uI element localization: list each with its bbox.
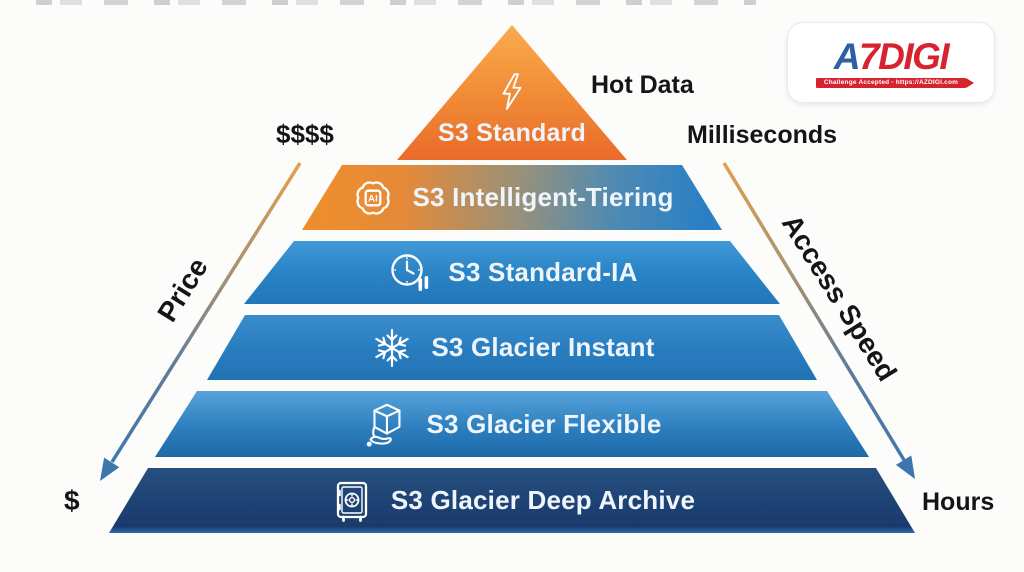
tier-label: S3 Standard-IA: [448, 257, 638, 287]
clock-pause-icon: [386, 250, 432, 296]
tier-label: S3 Glacier Deep Archive: [390, 485, 696, 515]
cropped-text-remnant: [36, 0, 756, 5]
lightning-icon: [495, 69, 529, 115]
tier-label: S3 Glacier Flexible: [426, 408, 662, 439]
safe-icon: [329, 478, 375, 524]
hot-data-label: Hot Data: [591, 71, 694, 99]
brand-rest: 7DIGI: [859, 35, 950, 77]
tier-label: S3 Standard: [437, 119, 587, 147]
tier-s3-glacier-deep-archive: S3 Glacier Deep Archive: [109, 468, 915, 533]
svg-text:AI: AI: [369, 192, 379, 203]
tier-label: S3 Glacier Instant: [431, 332, 655, 362]
logo-tagline-arrow: Challenge Accepted - https://AZDIGI.com: [816, 77, 974, 88]
ice-cube-icon: [362, 400, 410, 448]
azdigi-brand-text: A7DIGI: [833, 35, 950, 77]
brain-ai-icon: AI: [350, 175, 396, 221]
price-high-label: $$$$: [276, 119, 334, 149]
snowflake-icon: [369, 325, 415, 371]
brand-letter-a: A: [833, 35, 861, 77]
tier-s3-glacier-instant: S3 Glacier Instant: [207, 315, 817, 380]
milliseconds-label: Milliseconds: [687, 121, 838, 149]
azdigi-logo: A7DIGI Challenge Accepted - https://AZDI…: [787, 22, 995, 103]
tier-label: S3 Intelligent-Tiering: [412, 182, 674, 212]
tier-s3-glacier-flexible: S3 Glacier Flexible: [155, 391, 869, 457]
tier-s3-intelligent-tiering: AI S3 Intelligent-Tiering: [302, 165, 722, 230]
hours-label: Hours: [922, 488, 995, 516]
price-low-label: $: [64, 485, 80, 516]
tier-s3-standard-ia: S3 Standard-IA: [244, 241, 780, 304]
price-axis-label: Price: [151, 252, 214, 327]
